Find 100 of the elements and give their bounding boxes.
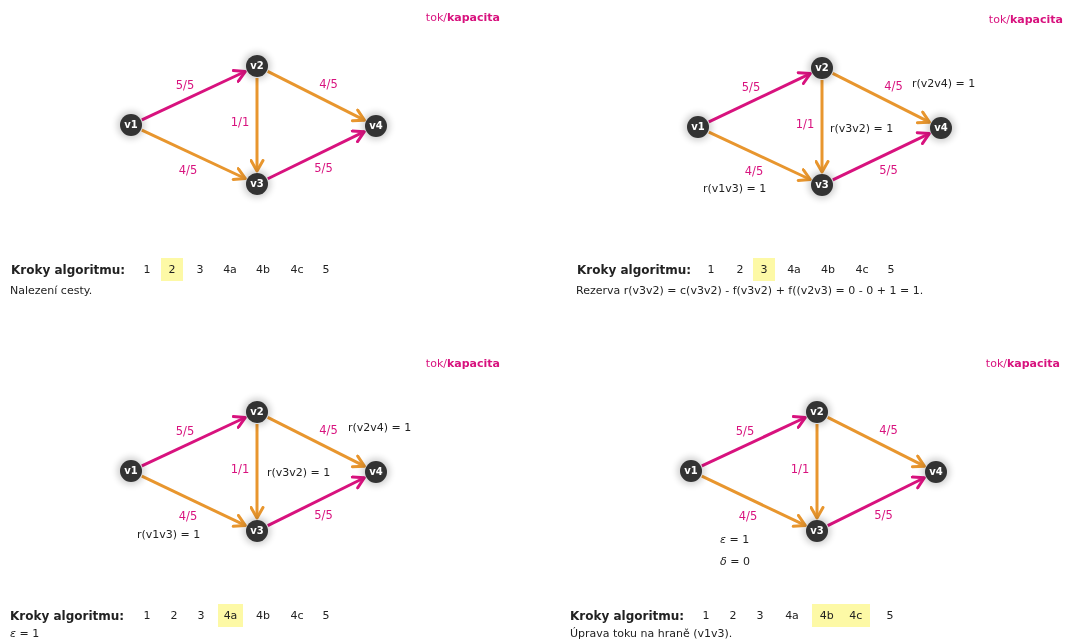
edge-label: 4/5 <box>318 423 339 437</box>
steps-heading: Kroky algoritmu: <box>577 263 692 277</box>
flow-arrow <box>701 474 807 528</box>
step-number: 1 <box>702 609 710 623</box>
edge-label: 1/1 <box>229 115 251 129</box>
vertex-label: v3 <box>810 525 824 537</box>
residual-label: r(v2v4) = 1 <box>348 421 412 435</box>
vertex-label: v4 <box>929 466 943 478</box>
vertex-circle <box>365 115 387 137</box>
vertex-circle <box>687 116 709 138</box>
steps-heading: Kroky algoritmu: <box>11 263 126 277</box>
vertex-label: v1 <box>684 465 698 477</box>
residual-label: r(v3v2) = 1 <box>267 466 331 480</box>
flow-arrow <box>708 71 812 124</box>
flow-arrow <box>267 416 366 469</box>
step-number: 5 <box>322 263 330 277</box>
vertex-circle <box>120 460 142 482</box>
edge-label: 5/5 <box>313 507 334 522</box>
residual-label: r(v1v3) = 1 <box>703 182 767 196</box>
edge-label: 5/5 <box>174 423 196 438</box>
step-number: 4a <box>223 608 238 623</box>
step-description: Úprava toku na hraně (v1v3). <box>570 627 733 641</box>
step-number: 1 <box>143 263 151 277</box>
vertex-label: v2 <box>250 406 264 418</box>
residual-label: r(v3v2) = 1 <box>830 122 894 136</box>
flow-arrow <box>267 70 366 123</box>
flow-arrow <box>249 424 265 520</box>
legend-note: tok/kapacita <box>425 357 500 371</box>
highlighted-step <box>753 258 775 281</box>
edge-label: 4/5 <box>883 79 904 93</box>
legend-note: tok/kapacita <box>425 11 500 25</box>
formula-text: δ = 0 <box>720 555 750 569</box>
edge-label: 5/5 <box>174 77 196 92</box>
flow-arrow <box>141 128 247 181</box>
vertex-label: v3 <box>815 179 829 191</box>
vertex-label: v1 <box>691 121 705 133</box>
flow-arrow <box>832 131 931 182</box>
step-number: 4a <box>787 263 801 277</box>
vertex-circle <box>246 401 268 423</box>
vertex-label: v2 <box>250 60 264 72</box>
vertex-circle <box>811 57 833 79</box>
flow-arrow <box>249 78 265 173</box>
flow-arrow <box>141 69 247 122</box>
flow-arrow <box>814 80 830 174</box>
vertex-circle <box>246 55 268 77</box>
highlighted-step <box>218 604 243 627</box>
vertex-circle <box>925 461 947 483</box>
edge-label: 4/5 <box>878 423 899 437</box>
step-number: 3 <box>760 262 768 277</box>
step-number: 4a <box>785 609 799 623</box>
vertex-label: v1 <box>124 119 138 131</box>
vertex-circle <box>680 460 702 482</box>
vertex-circle <box>120 114 142 136</box>
edge-label: 5/5 <box>740 79 762 94</box>
step-description: Nalezení cesty. <box>10 284 93 298</box>
step-description: ε = 1 <box>10 627 40 641</box>
flow-arrow <box>827 475 926 527</box>
flow-arrow <box>141 415 247 468</box>
vertex-circle <box>806 520 828 542</box>
edge-label: 1/1 <box>229 461 251 476</box>
step-number: 5 <box>322 609 330 623</box>
edge-label: 5/5 <box>734 423 756 438</box>
flow-arrow <box>267 475 366 527</box>
step-number: 5 <box>886 609 894 623</box>
vertex-label: v3 <box>250 178 264 190</box>
flow-arrow <box>141 474 247 528</box>
residual-label: r(v2v4) = 1 <box>912 77 976 91</box>
edge-label: 1/1 <box>789 461 811 476</box>
step-number: 2 <box>170 609 178 623</box>
step-number: 4b <box>256 609 270 623</box>
edge-label: 4/5 <box>177 509 199 523</box>
highlighted-step <box>812 604 870 627</box>
step-number: 4c <box>290 263 304 277</box>
flow-arrow <box>827 416 926 469</box>
highlighted-step <box>161 258 183 281</box>
edge-label: 4/5 <box>177 162 199 177</box>
step-number: 2 <box>736 263 744 277</box>
vertex-circle <box>246 173 268 195</box>
step-number: 4c <box>290 609 304 623</box>
step-number: 1 <box>143 609 151 623</box>
vertex-label: v2 <box>810 406 824 418</box>
step-number: 3 <box>756 609 764 623</box>
vertex-circle <box>811 174 833 196</box>
vertex-label: v4 <box>369 120 383 132</box>
steps-heading: Kroky algoritmu: <box>570 609 685 623</box>
edge-label: 4/5 <box>743 164 765 178</box>
steps-heading: Kroky algoritmu: <box>10 609 125 623</box>
vertex-circle <box>246 520 268 542</box>
vertex-label: v4 <box>369 466 383 478</box>
step-number: 4c <box>855 263 869 277</box>
legend-note: tok/kapacita <box>988 13 1063 27</box>
vertex-label: v3 <box>250 525 264 537</box>
step-number: 2 <box>729 609 737 623</box>
flow-arrow <box>708 130 812 182</box>
flow-arrow <box>701 415 807 468</box>
edge-label: 5/5 <box>873 507 894 522</box>
flow-arrow <box>267 129 366 181</box>
vertex-label: v2 <box>815 62 829 74</box>
step-number: 4b <box>821 263 835 277</box>
edge-label: 4/5 <box>737 509 759 523</box>
